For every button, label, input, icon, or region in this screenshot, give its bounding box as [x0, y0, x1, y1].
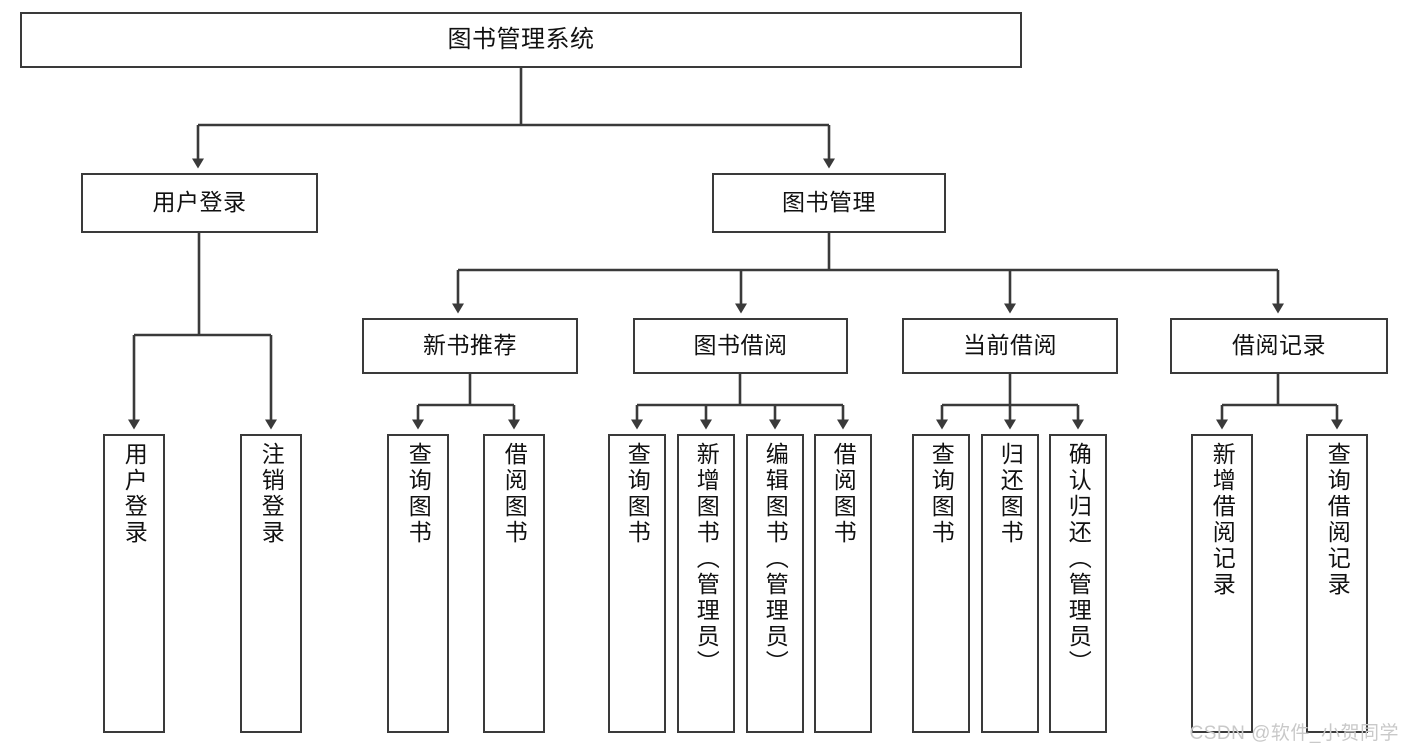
node-label: 归还图书 — [997, 442, 1024, 546]
node-book-borrow[interactable]: 图书借阅 — [633, 318, 848, 374]
leaf-bb-edit-book-admin[interactable]: 编辑图书（管理员） — [746, 434, 804, 733]
node-label: 新增借阅记录 — [1209, 442, 1236, 598]
node-label: 用户登录 — [121, 442, 148, 546]
node-label: 编辑图书（管理员） — [762, 442, 789, 676]
node-label: 查询图书 — [928, 442, 955, 546]
leaf-bb-add-book-admin[interactable]: 新增图书（管理员） — [677, 434, 735, 733]
leaf-user-login[interactable]: 用户登录 — [103, 434, 165, 733]
node-label: 图书管理 — [782, 189, 876, 216]
node-label: 查询图书 — [624, 442, 651, 546]
leaf-nb-borrow-book[interactable]: 借阅图书 — [483, 434, 545, 733]
node-book-management[interactable]: 图书管理 — [712, 173, 946, 233]
leaf-logout[interactable]: 注销登录 — [240, 434, 302, 733]
node-current-borrow[interactable]: 当前借阅 — [902, 318, 1118, 374]
leaf-bb-borrow-book[interactable]: 借阅图书 — [814, 434, 872, 733]
node-user-login[interactable]: 用户登录 — [81, 173, 318, 233]
node-label: 查询借阅记录 — [1324, 442, 1351, 598]
node-label: 查询图书 — [405, 442, 432, 546]
node-new-book-recommend[interactable]: 新书推荐 — [362, 318, 578, 374]
node-label: 借阅记录 — [1232, 332, 1326, 359]
leaf-br-add-record[interactable]: 新增借阅记录 — [1191, 434, 1253, 733]
leaf-nb-query-book[interactable]: 查询图书 — [387, 434, 449, 733]
node-label: 当前借阅 — [963, 332, 1057, 359]
node-borrow-record[interactable]: 借阅记录 — [1170, 318, 1388, 374]
node-label: 确认归还（管理员） — [1065, 442, 1092, 676]
csdn-watermark: CSDN @软件_小贺同学 — [1189, 723, 1399, 744]
leaf-cb-return-book[interactable]: 归还图书 — [981, 434, 1039, 733]
leaf-cb-confirm-return-admin[interactable]: 确认归还（管理员） — [1049, 434, 1107, 733]
leaf-cb-query-book[interactable]: 查询图书 — [912, 434, 970, 733]
leaf-br-query-record[interactable]: 查询借阅记录 — [1306, 434, 1368, 733]
node-root-system[interactable]: 图书管理系统 — [20, 12, 1022, 68]
leaf-bb-query-book[interactable]: 查询图书 — [608, 434, 666, 733]
node-label: 借阅图书 — [830, 442, 857, 546]
node-label: 用户登录 — [152, 189, 247, 216]
node-label: 图书管理系统 — [447, 25, 595, 53]
node-label: 图书借阅 — [693, 332, 788, 359]
node-label: 注销登录 — [258, 442, 285, 546]
node-label: 新增图书（管理员） — [693, 442, 720, 676]
node-label: 借阅图书 — [501, 442, 528, 546]
node-label: 新书推荐 — [423, 332, 517, 359]
